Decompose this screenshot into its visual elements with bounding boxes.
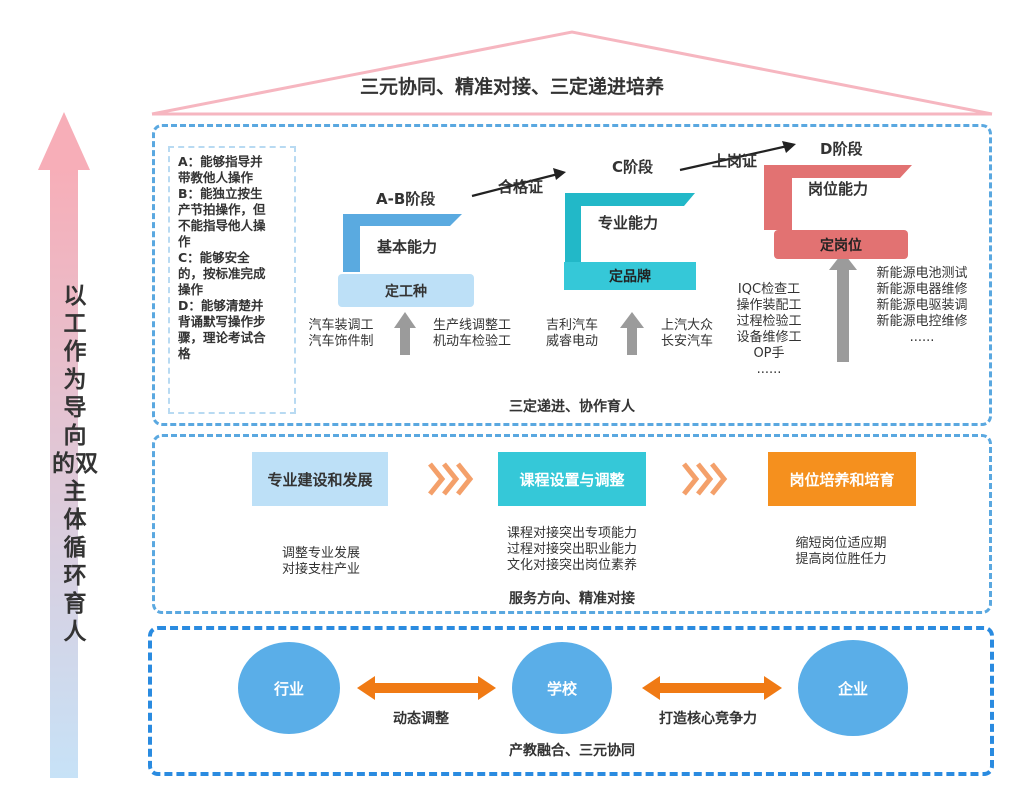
c-ability-label: 专业能力 — [598, 214, 659, 232]
chevrons-2 — [682, 462, 728, 496]
c-left-brands: 吉利汽车威睿电动 — [545, 318, 598, 349]
cert-label: 合格证 — [498, 178, 544, 196]
chevrons-1 — [428, 462, 474, 496]
side-title-char: 育 — [63, 591, 87, 617]
side-title-char: 的双 — [52, 451, 98, 477]
section2-caption: 服务方向、精准对接 — [509, 591, 635, 607]
stage-d-label: D阶段 — [820, 140, 863, 158]
c-tag-box: 定品牌 — [564, 262, 696, 290]
d-step-shape — [764, 165, 912, 230]
d-ability-label: 岗位能力 — [808, 180, 869, 198]
legend-line: D：能够清楚并 — [178, 298, 264, 313]
section3-caption: 产教融合、三元协同 — [509, 743, 635, 759]
side-title-char: 循 — [63, 535, 87, 561]
d-right-jobs: 新能源电池测试新能源电器维修新能源电驱装调 新能源电控维修...... — [876, 266, 968, 345]
stage-ab-label: A-B阶段 — [376, 190, 436, 208]
legend-line: 操作 — [178, 282, 204, 297]
ab-right-jobs: 生产线调整工机动车检验工 — [432, 318, 511, 349]
side-title-char: 人 — [63, 619, 87, 645]
legend-line: 作 — [178, 234, 191, 249]
desc-major: 调整专业发展对接支柱产业 — [281, 546, 360, 577]
side-up-arrow — [38, 112, 90, 170]
onboard-label: 上岗证 — [712, 152, 758, 170]
roof-title: 三元协同、精准对接、三定递进培养 — [359, 76, 664, 98]
side-title-char: 向 — [63, 423, 87, 449]
legend-line: 产节拍操作，但 — [178, 202, 266, 217]
circle-enterprise: 企业 — [798, 640, 908, 736]
ab-step-shape — [343, 214, 462, 272]
box-course-setting: 课程设置与调整 — [498, 452, 646, 506]
ab-left-jobs: 汽车装调工汽车饰件制 — [308, 318, 374, 349]
legend-line: 骤，理论考试合 — [178, 330, 266, 345]
stage-c-label: C阶段 — [612, 158, 654, 176]
legend-line: C：能够安全 — [178, 250, 250, 265]
ab-ability-label: 基本能力 — [377, 238, 438, 256]
side-arrow-shaft — [50, 168, 78, 778]
section-service — [152, 434, 992, 614]
roof-outline — [151, 30, 993, 116]
d-tag-box: 定岗位 — [774, 230, 908, 259]
desc-post: 缩短岗位适应期提高岗位胜任力 — [795, 536, 887, 567]
c-right-brands: 上汽大众长安汽车 — [660, 318, 713, 349]
circle-industry: 行业 — [238, 642, 340, 734]
desc-course: 课程对接突出专项能力过程对接突出职业能力文化对接突出岗位素养 — [506, 526, 637, 573]
legend-line: B：能独立按生 — [178, 186, 263, 201]
box-post-training: 岗位培养和培育 — [768, 452, 916, 506]
double-arrow-2 — [642, 676, 782, 700]
legend-line: 不能指导他人操 — [178, 218, 266, 233]
legend-line: 背诵默写操作步 — [178, 314, 266, 329]
grey-up-arrows — [394, 252, 857, 362]
side-title-char: 主 — [63, 479, 87, 505]
link-core-competitiveness: 打造核心竞争力 — [659, 711, 757, 727]
side-title-char: 导 — [63, 395, 87, 421]
double-arrow-1 — [357, 676, 496, 700]
side-title: 以工作为导向的双主体循环育人 — [52, 282, 98, 646]
legend-line: A：能够指导并 — [178, 154, 263, 169]
side-title-char: 以 — [63, 283, 87, 309]
legend-line: 格 — [178, 346, 191, 361]
side-title-char: 体 — [63, 507, 87, 533]
side-title-char: 为 — [63, 367, 87, 393]
section1-caption: 三定递进、协作育人 — [509, 399, 635, 415]
link-dynamic-adjust: 动态调整 — [393, 711, 449, 727]
onboard-arrow-head — [782, 141, 796, 153]
side-title-char: 工 — [63, 311, 87, 337]
circle-school: 学校 — [512, 642, 612, 734]
box-major-development: 专业建设和发展 — [252, 452, 388, 506]
section-three-stage — [152, 124, 992, 426]
legend-line: 带教他人操作 — [178, 170, 254, 185]
cert-arrow-head — [553, 168, 566, 180]
ab-tag-box: 定工种 — [338, 274, 474, 307]
side-title-char: 作 — [63, 339, 87, 365]
section-integration — [148, 626, 994, 776]
legend-line: 的，按标准完成 — [178, 266, 266, 281]
side-title-char: 环 — [63, 563, 87, 589]
c-step-shape — [565, 193, 695, 262]
